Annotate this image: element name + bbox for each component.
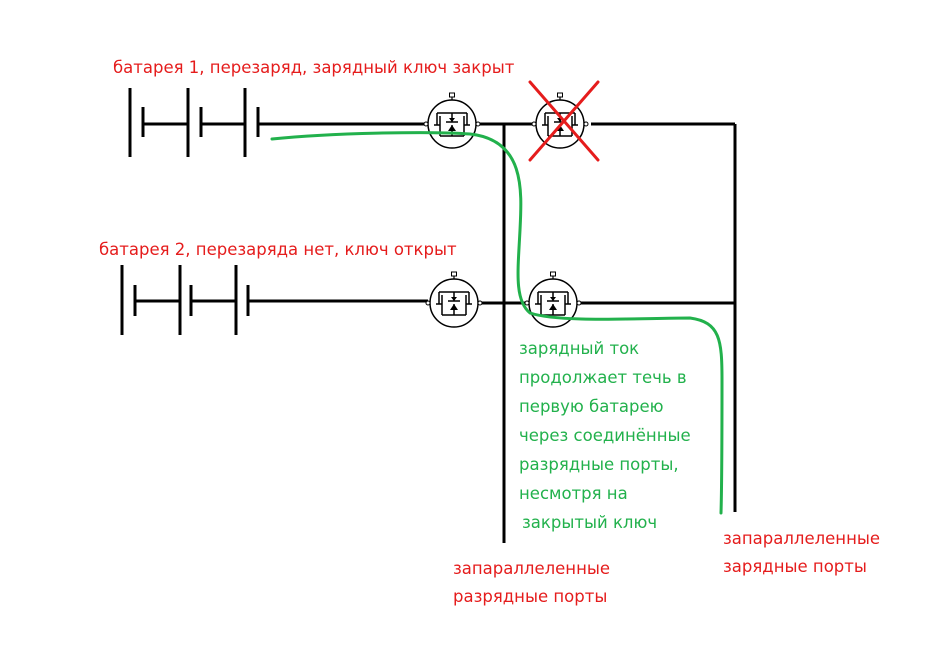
battery-cell-icon xyxy=(243,88,260,157)
discharge-ports-label: запараллеленные разрядные порты xyxy=(453,555,610,611)
battery-1-label: батарея 1, перезаряд, зарядный ключ закр… xyxy=(113,58,515,77)
battery-cell-icon xyxy=(120,265,180,335)
battery-1 xyxy=(128,88,426,157)
wiring xyxy=(478,122,737,543)
note-line: первую батарею xyxy=(519,397,664,416)
note-line: через соединённые xyxy=(519,426,691,445)
label-line: разрядные порты xyxy=(453,587,608,606)
label-line: запараллеленные xyxy=(453,559,611,578)
mosfet-icon xyxy=(423,92,481,149)
battery-cell-icon xyxy=(128,88,188,157)
battery-cell-icon xyxy=(186,88,245,157)
note-line: зарядный ток xyxy=(519,339,640,358)
current-path xyxy=(270,131,724,515)
note-line: разрядные порты, xyxy=(519,455,679,474)
note-line: закрытый ключ xyxy=(522,513,658,532)
battery-cell-icon xyxy=(234,265,250,335)
battery-2-label: батарея 2, перезаряда нет, ключ открыт xyxy=(99,240,457,259)
label-line: запараллеленные xyxy=(723,529,881,548)
label-line: зарядные порты xyxy=(723,557,867,576)
mosfet-icon xyxy=(425,271,483,328)
note-line: продолжает течь в xyxy=(519,368,687,387)
current-note: зарядный ток продолжает течь в первую ба… xyxy=(519,334,691,537)
battery-2 xyxy=(120,265,428,335)
note-line: несмотря на xyxy=(519,484,628,503)
cross-mark-icon xyxy=(528,80,600,162)
battery-cell-icon xyxy=(178,265,236,335)
charge-ports-label: запараллеленные зарядные порты xyxy=(723,525,880,581)
